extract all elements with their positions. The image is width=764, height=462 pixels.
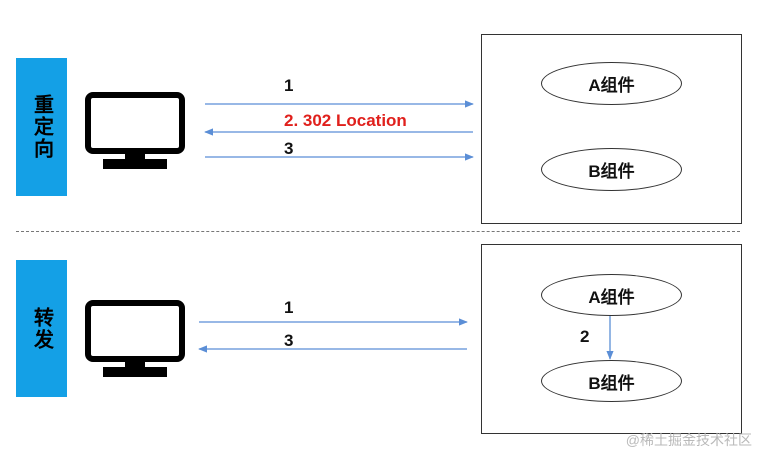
component-b-redirect: B组件	[541, 148, 682, 191]
watermark: @稀土掘金技术社区	[625, 432, 752, 448]
forward-side-label: 转发	[16, 260, 67, 397]
redirect-arrow-3-label: 3	[284, 139, 294, 158]
monitor-icon	[85, 300, 185, 377]
forward-arrow-3-label: 3	[284, 331, 294, 350]
component-a-redirect: A组件	[541, 62, 682, 105]
section-divider	[16, 231, 740, 232]
component-a-forward: A组件	[541, 274, 682, 316]
monitor-icon	[85, 92, 185, 169]
component-b-forward: B组件	[541, 360, 682, 402]
forward-internal-arrow-label: 2	[580, 327, 590, 346]
forward-arrow-1-label: 1	[284, 298, 294, 317]
redirect-side-label: 重定向	[16, 58, 67, 196]
redirect-arrow-1-label: 1	[284, 76, 294, 95]
redirect-arrow-2-label: 2. 302 Location	[284, 111, 407, 130]
